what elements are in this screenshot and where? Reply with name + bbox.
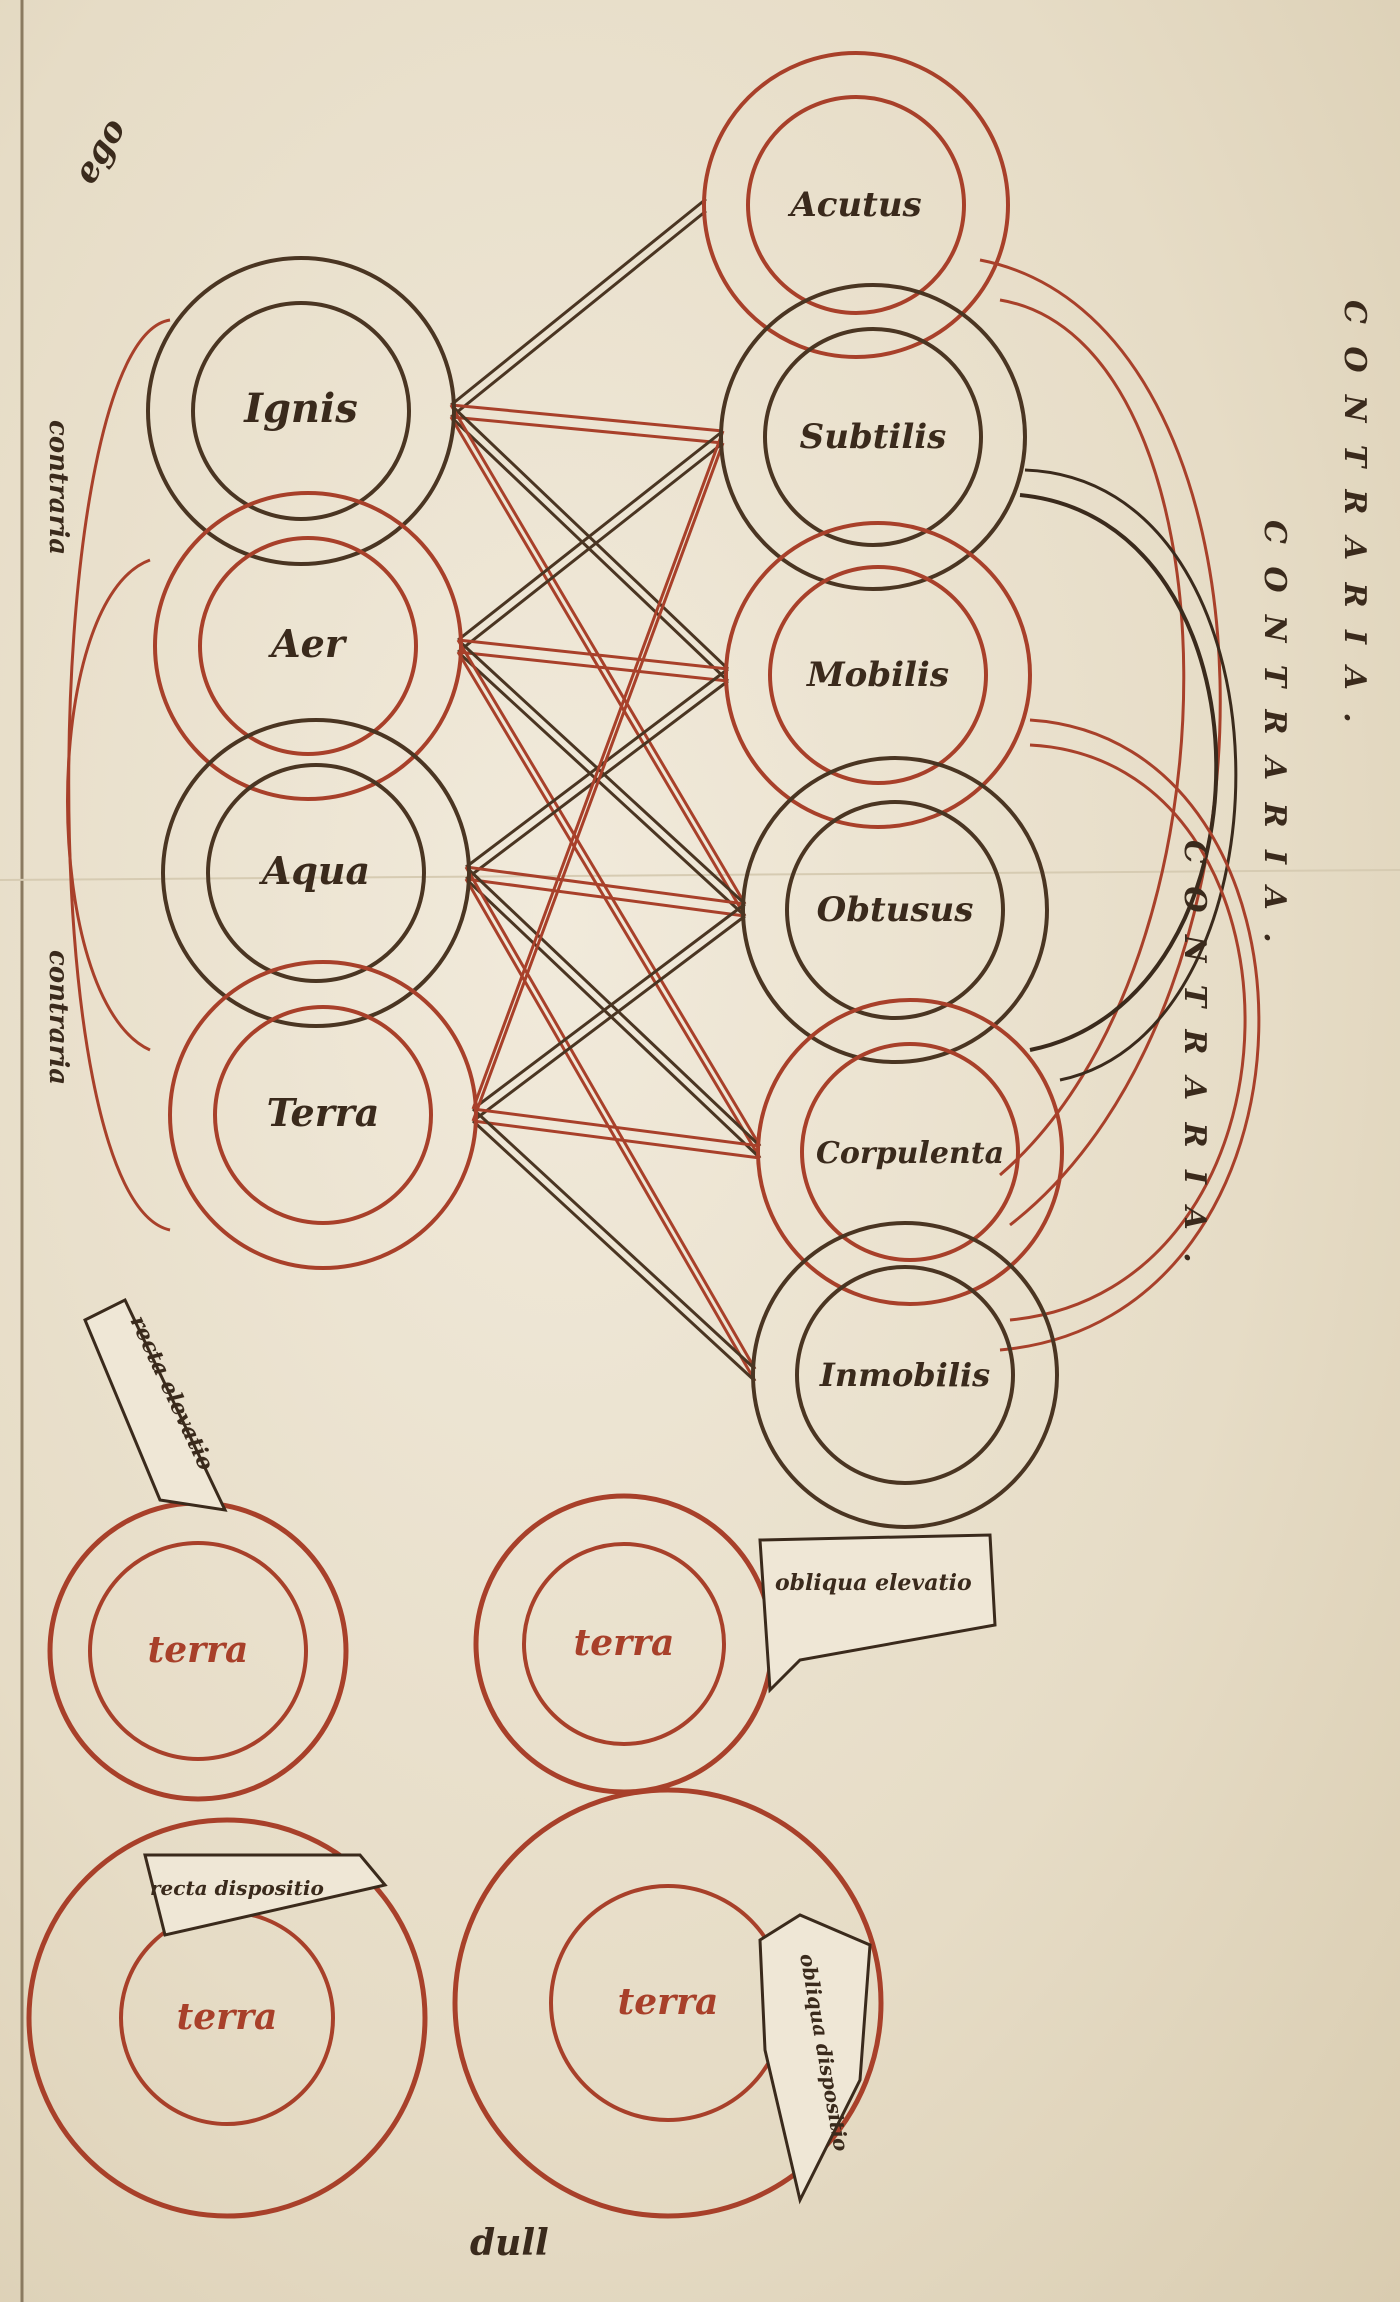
margin-arc: [66, 558, 151, 1052]
connection-line: [456, 650, 747, 918]
connection-line: [471, 1107, 757, 1371]
connection-line: [472, 1119, 761, 1160]
terra-diagram-recta-elevatio: terra recta elevatio: [47, 1297, 349, 1802]
quality-label-subtilis: Subtilis: [800, 417, 947, 457]
contraria-arc-outer: [979, 258, 1222, 1227]
connection-line: [457, 441, 724, 654]
terra-tag: recta dispositio: [150, 1876, 324, 1900]
circle-subtilis: Subtilis: [719, 283, 1027, 591]
connection-line: [464, 877, 762, 1160]
circle-obtusus: Obtusus: [741, 756, 1049, 1064]
contraria-arcs: [979, 258, 1261, 1352]
quality-label-acutus: Acutus: [787, 185, 921, 225]
connection-line: [464, 866, 757, 1370]
terra-label: terra: [618, 1981, 719, 2023]
connection-line: [456, 651, 762, 1159]
tag-banner: [758, 1913, 872, 2205]
connection-line: [464, 865, 762, 1148]
circle-mobilis: Mobilis: [724, 521, 1032, 829]
circle-ignis: Ignis: [146, 256, 456, 566]
connection-line: [472, 902, 746, 1111]
connection-line: [464, 878, 757, 1382]
connection-line: [465, 877, 746, 918]
contraria-arc-middle: [1019, 493, 1219, 1052]
connection-line: [471, 1119, 757, 1383]
contraria-arc-inner: [1009, 743, 1247, 1322]
terra-diagram-obliqua-elevatio: terra obliqua elevatio: [473, 1493, 997, 1795]
contraria-arc-middle-outer-line: [1024, 468, 1238, 1082]
tag-banner: [83, 1297, 228, 1512]
connection-line: [450, 197, 707, 407]
quality-label-corpulenta: Corpulenta: [816, 1136, 1004, 1171]
tag-banner: [758, 1533, 997, 1694]
quality-label-mobilis: Mobilis: [806, 655, 949, 695]
margin-note-bottom: dull: [470, 2222, 549, 2264]
circle-aer: Aer: [153, 491, 463, 801]
circle-terra: Terra: [168, 960, 478, 1270]
terra-tag: obliqua elevatio: [775, 1570, 972, 1596]
element-label-ignis: Ignis: [243, 385, 357, 432]
connection-line: [450, 415, 724, 445]
connection-line: [471, 430, 725, 1110]
terra-label: terra: [148, 1629, 249, 1671]
connection-line: [457, 650, 729, 683]
circle-aqua: Aqua: [161, 718, 471, 1028]
quality-label-obtusus: Obtusus: [817, 890, 974, 930]
element-label-terra: Terra: [267, 1090, 380, 1135]
contraria-label-inner: C O N T R A R I A .: [1177, 840, 1212, 1269]
connection-line: [465, 667, 729, 869]
connection-line: [457, 638, 729, 671]
connection-line: [450, 209, 707, 419]
connection-line: [472, 914, 746, 1123]
margin-note-top: ego: [65, 112, 134, 191]
contraria-arc-outer-inner-line: [999, 298, 1186, 1177]
circle-acutus: Acutus: [702, 51, 1010, 359]
circle-corpulenta: Corpulenta: [756, 998, 1064, 1306]
element-label-aqua: Aqua: [259, 848, 370, 893]
connection-line: [457, 429, 724, 642]
connection-lines: [449, 197, 762, 1383]
connection-line: [465, 865, 746, 906]
element-circles: Ignis Aer Aqua Terra: [146, 256, 478, 1270]
circle-inmobilis: Inmobilis: [751, 1221, 1059, 1529]
connection-line: [472, 1107, 761, 1148]
connection-line: [450, 403, 724, 433]
element-label-aer: Aer: [268, 621, 348, 666]
connection-line: [465, 679, 729, 881]
quality-circles: Acutus Subtilis Mobilis Obtusus Corpulen…: [702, 51, 1064, 1529]
contraria-label-outer: C O N T R A R I A .: [1337, 300, 1372, 729]
terra-label: terra: [574, 1622, 675, 1664]
connection-line: [456, 639, 762, 1147]
contraria-arc-inner-outer-line: [999, 718, 1261, 1352]
terra-label: terra: [177, 1996, 278, 2038]
tag-banner: [143, 1853, 388, 1937]
margin-note-left-2: contraria: [43, 950, 73, 1085]
terra-diagram-obliqua-dispositio: terra obliqua dispositio: [452, 1787, 884, 2219]
connection-line: [471, 442, 725, 1122]
terra-diagram-recta-dispositio: terra recta dispositio: [26, 1817, 428, 2219]
margin-note-left-1: contraria: [43, 420, 73, 555]
contraria-label-middle: C O N T R A R I A .: [1257, 520, 1292, 949]
quality-label-inmobilis: Inmobilis: [819, 1356, 990, 1394]
